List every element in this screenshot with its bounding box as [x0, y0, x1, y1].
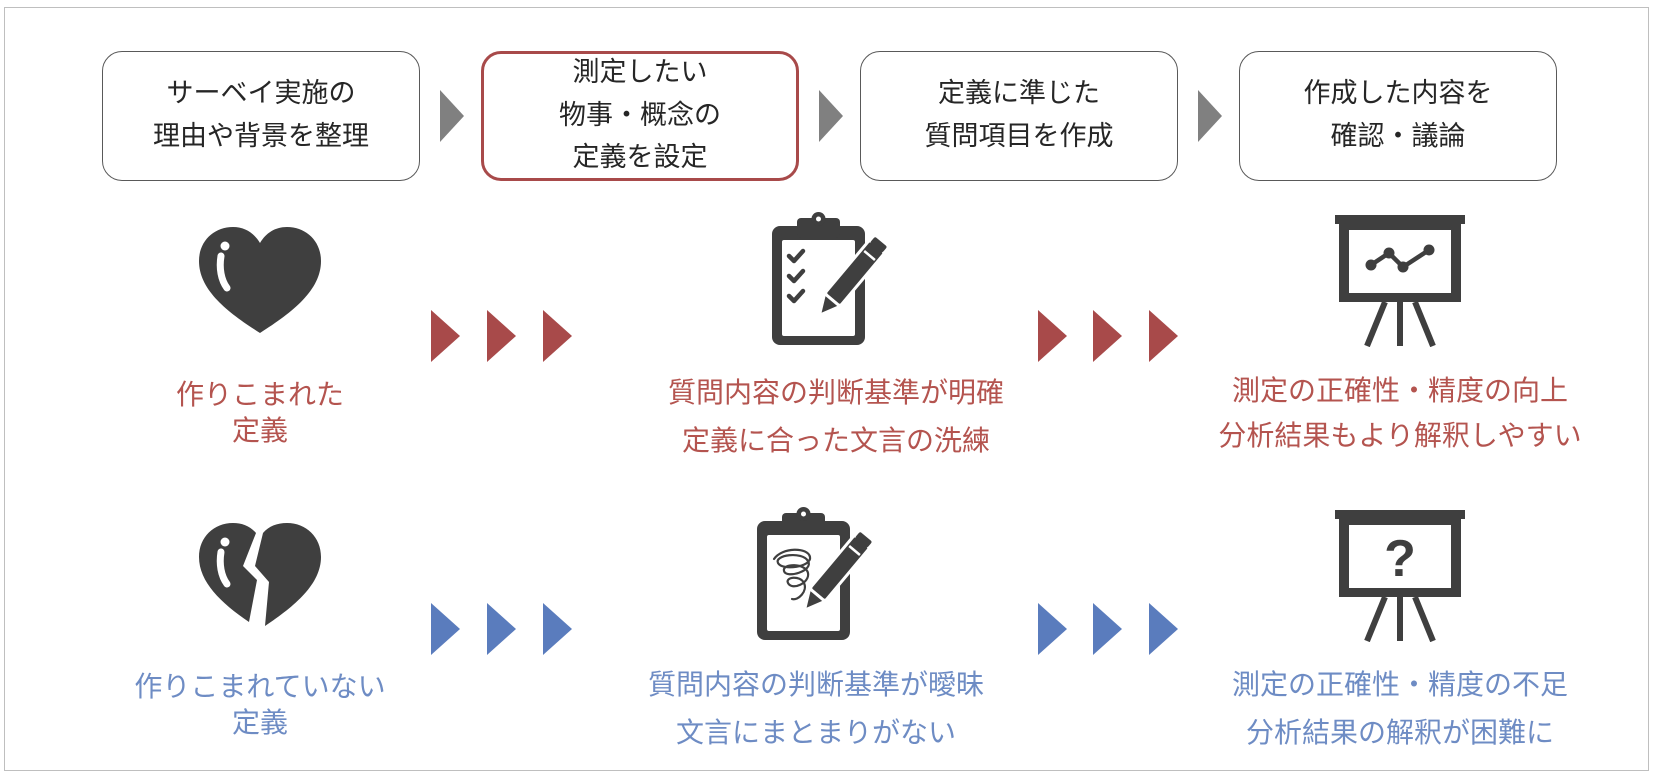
step-create-questions: 定義に準じた 質問項目を作成 [860, 51, 1178, 181]
step-review-discuss: 作成した内容を 確認・議論 [1239, 51, 1557, 181]
neg-question-line-2: 文言にまとまりがない [675, 715, 956, 749]
pos-result-line-1: 測定の正確性・精度の向上 [1231, 374, 1568, 407]
neg-definition-line-1: 作りこまれていない [134, 670, 386, 703]
pos-arrow-1c [543, 310, 572, 362]
step-arrow-2 [819, 90, 843, 142]
pos-definition-label: 作りこまれた 定義 [160, 377, 360, 450]
clipboard-scribble-icon [757, 507, 872, 640]
pos-question-line-1: 質問内容の判断基準が明確 [667, 376, 1004, 409]
step-organize-background: サーベイ実施の 理由や背景を整理 [102, 51, 420, 181]
pos-arrow-2c [1149, 310, 1178, 362]
neg-arrow-1c [543, 603, 572, 655]
neg-arrow-2c [1149, 603, 1178, 655]
heart-icon [199, 227, 321, 333]
step-4-line-1: 作成した内容を [1303, 78, 1493, 110]
broken-heart-icon [199, 523, 321, 626]
step-4-line-2: 確認・議論 [1330, 121, 1466, 152]
step-3-line-2: 質問項目を作成 [924, 121, 1114, 152]
neg-arrow-1a [431, 603, 460, 655]
presentation-question-icon: ? [1335, 510, 1465, 642]
clipboard-checklist-icon [772, 212, 887, 345]
pos-arrow-2a [1038, 310, 1067, 362]
pos-arrow-2b [1093, 310, 1122, 362]
neg-definition-label: 作りこまれていない 定義 [110, 669, 410, 742]
question-mark-glyph: ? [1384, 530, 1416, 588]
pos-question-label: 質問内容の判断基準が明確 定義に合った文言の洗練 [636, 369, 1036, 464]
step-2-line-3: 定義を設定 [572, 142, 708, 174]
diagram-frame [4, 7, 1649, 771]
neg-result-line-2: 分析結果の解釈が困難に [1245, 715, 1554, 749]
step-arrow-1 [440, 90, 464, 142]
neg-definition-line-2: 定義 [231, 706, 288, 740]
neg-question-label: 質問内容の判断基準が曖昧 文言にまとまりがない [616, 661, 1016, 756]
step-1-line-2: 理由や背景を整理 [153, 121, 369, 152]
pos-arrow-1b [487, 310, 516, 362]
neg-arrow-2a [1038, 603, 1067, 655]
pos-question-line-2: 定義に合った文言の洗練 [681, 423, 990, 457]
neg-arrow-1b [487, 603, 516, 655]
step-2-line-1: 測定したい [572, 57, 708, 89]
presentation-chart-icon [1335, 215, 1465, 347]
step-2-line-2: 物事・概念の [559, 99, 721, 131]
step-1-line-1: サーベイ実施の [166, 78, 356, 110]
neg-question-line-1: 質問内容の判断基準が曖昧 [647, 668, 984, 701]
neg-result-label: 測定の正確性・精度の不足 分析結果の解釈が困難に [1195, 661, 1605, 756]
pos-definition-line-2: 定義 [231, 414, 288, 448]
neg-arrow-2b [1093, 603, 1122, 655]
pos-arrow-1a [431, 310, 460, 362]
pos-result-line-2: 分析結果もより解釈しやすい [1218, 418, 1582, 452]
pos-result-label: 測定の正確性・精度の向上 分析結果もより解釈しやすい [1195, 369, 1605, 459]
neg-result-line-1: 測定の正確性・精度の不足 [1231, 668, 1568, 701]
step-3-line-1: 定義に準じた [938, 78, 1100, 110]
pos-definition-line-1: 作りこまれた [175, 378, 344, 411]
step-arrow-3 [1198, 90, 1222, 142]
step-set-definition: 測定したい 物事・概念の 定義を設定 [481, 51, 799, 181]
